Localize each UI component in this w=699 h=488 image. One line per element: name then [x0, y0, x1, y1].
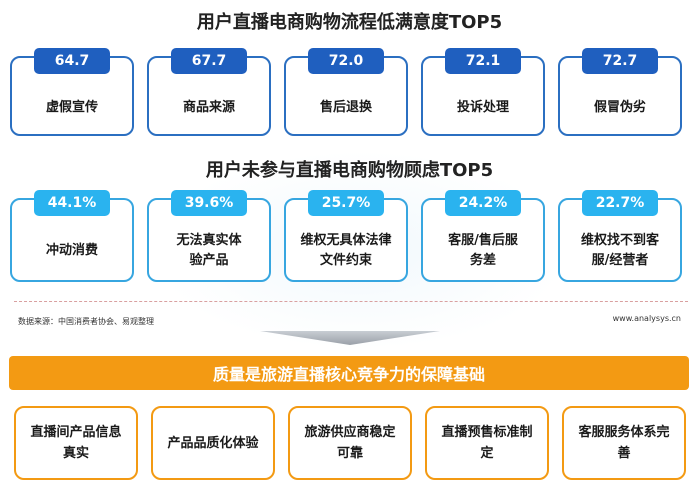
card-label: 冲动消费 [45, 243, 98, 258]
card-label: 虚假宣传 [45, 100, 98, 115]
score-badge: 67.7 [171, 48, 247, 74]
concern-card: 25.7% 维权无具体法律文件约束 [284, 190, 408, 282]
score-badge: 72.7 [582, 48, 658, 74]
down-arrow-icon [260, 331, 440, 345]
concern-card: 24.2% 客服/售后服务差 [421, 190, 545, 282]
concern-card: 44.1% 冲动消费 [10, 190, 134, 282]
percent-badge: 24.2% [445, 190, 521, 216]
card-label: 投诉处理 [456, 100, 509, 115]
satisfaction-cards: 64.7 虚假宣传 67.7 商品来源 72.0 售后退换 72.1 投诉处理 … [10, 48, 690, 136]
banner-text: 质量是旅游直播核心竞争力的保障基础 [212, 365, 485, 384]
satisfaction-card: 72.0 售后退换 [284, 48, 408, 136]
quality-card: 旅游供应商稳定可靠 [288, 406, 412, 480]
satisfaction-card: 72.7 假冒伪劣 [558, 48, 682, 136]
satisfaction-card: 67.7 商品来源 [147, 48, 271, 136]
score-badge: 72.0 [308, 48, 384, 74]
percent-badge: 39.6% [171, 190, 247, 216]
conclusion-banner: 质量是旅游直播核心竞争力的保障基础 [9, 356, 689, 390]
card-label: 客服/售后服务差 [448, 233, 518, 268]
card-label: 维权找不到客服/经营者 [580, 233, 659, 268]
quality-card: 直播预售标准制定 [425, 406, 549, 480]
source-url: www.analysys.cn [612, 314, 681, 323]
satisfaction-card: 72.1 投诉处理 [421, 48, 545, 136]
satisfaction-section-title: 用户直播电商购物流程低满意度TOP5 [196, 12, 503, 33]
concern-card: 22.7% 维权找不到客服/经营者 [558, 190, 682, 282]
satisfaction-card: 64.7 虚假宣传 [10, 48, 134, 136]
card-label: 商品来源 [182, 100, 235, 115]
quality-card: 产品品质化体验 [151, 406, 275, 480]
concern-card: 39.6% 无法真实体验产品 [147, 190, 271, 282]
card-label: 售后退换 [319, 100, 372, 115]
quality-cards: 直播间产品信息真实 产品品质化体验 旅游供应商稳定可靠 直播预售标准制定 客服服… [14, 406, 694, 482]
card-label: 维权无具体法律文件约束 [300, 233, 392, 268]
divider [14, 301, 688, 302]
data-source: 数据来源：中国消费者协会、易观整理 [18, 317, 154, 326]
quality-card: 客服服务体系完善 [562, 406, 686, 480]
concerns-section-title: 用户未参与直播电商购物顾虑TOP5 [205, 160, 494, 181]
quality-card: 直播间产品信息真实 [14, 406, 138, 480]
card-label: 假冒伪劣 [593, 100, 646, 115]
card-label: 无法真实体验产品 [176, 233, 242, 268]
concern-cards: 44.1% 冲动消费 39.6% 无法真实体验产品 25.7% 维权无具体法律文… [10, 190, 690, 282]
percent-badge: 44.1% [34, 190, 110, 216]
percent-badge: 22.7% [582, 190, 658, 216]
percent-badge: 25.7% [308, 190, 384, 216]
score-badge: 64.7 [34, 48, 110, 74]
score-badge: 72.1 [445, 48, 521, 74]
